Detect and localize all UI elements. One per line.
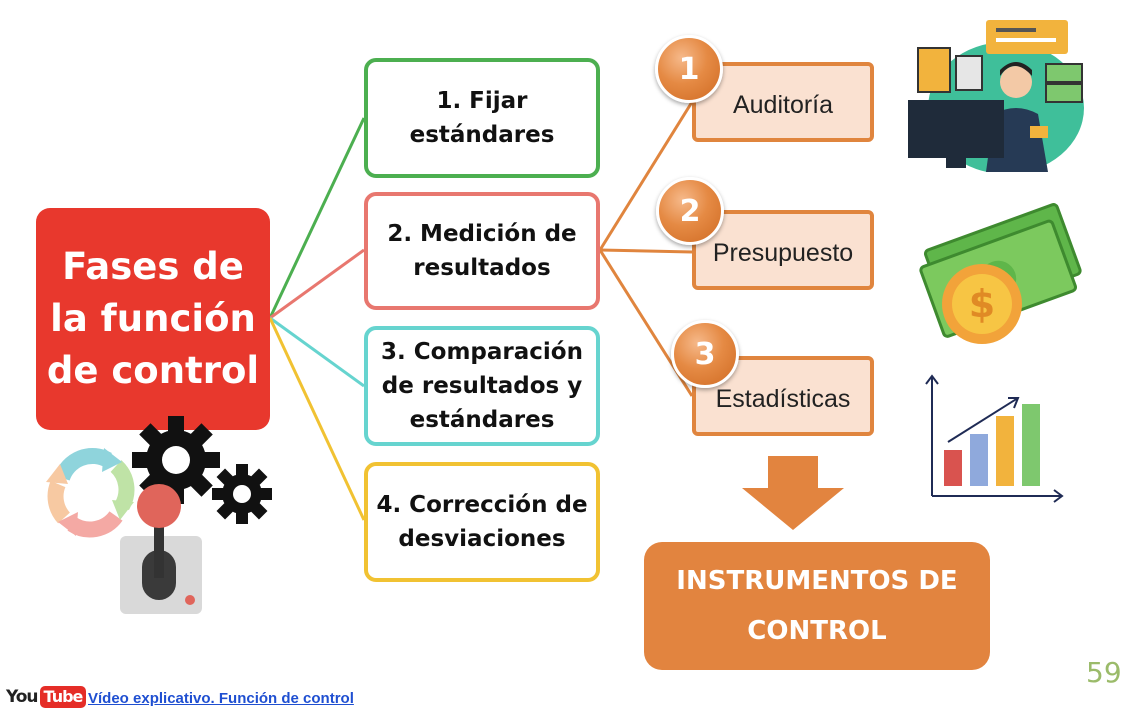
down-arrow-icon — [742, 456, 844, 530]
youtube-logo-tube: Tube — [39, 686, 87, 708]
connector-inst-2 — [599, 248, 693, 254]
money-coin-icon: $ — [919, 203, 1082, 344]
main-title-box: Fases de la función de control — [36, 208, 270, 430]
badge-2-number: 2 — [679, 193, 701, 229]
instruments-result-box: INSTRUMENTOS DE CONTROL — [644, 542, 990, 670]
phase-4-box: 4. Corrección de desviaciones — [364, 462, 600, 582]
connector-phase-3 — [269, 316, 365, 388]
phase-1-box: 1. Fijar estándares — [364, 58, 600, 178]
phase-4-label: 4. Corrección de desviaciones — [376, 492, 588, 552]
phase-2-box: 2. Medición de resultados — [364, 192, 600, 310]
bar-chart-icon — [925, 374, 1064, 503]
instruments-result-label: INSTRUMENTOS DE CONTROL — [676, 566, 958, 646]
badge-2: 2 — [656, 177, 724, 245]
connector-phase-2 — [269, 248, 365, 320]
connector-phase-4 — [268, 317, 366, 521]
gears-icon — [132, 416, 272, 524]
phase-2-label: 2. Medición de resultados — [387, 221, 577, 281]
video-link[interactable]: Vídeo explicativo. Función de control — [88, 690, 354, 707]
phase-1-label: 1. Fijar estándares — [409, 88, 555, 148]
badge-1-number: 1 — [678, 51, 700, 87]
svg-text:$: $ — [969, 282, 995, 326]
badge-3-number: 3 — [694, 336, 716, 372]
youtube-logo-you: You — [6, 687, 39, 707]
instrument-estadisticas-label: Estadísticas — [715, 384, 851, 413]
badge-3: 3 — [671, 320, 739, 388]
cycle-arrows-icon — [46, 448, 135, 538]
phase-3-box: 3. Comparación de resultados y estándare… — [364, 326, 600, 446]
instrument-auditoria-label: Auditoría — [732, 90, 834, 119]
joystick-icon — [120, 484, 202, 614]
connector-inst-1 — [598, 101, 694, 251]
main-title: Fases de la función de control — [46, 245, 260, 392]
phase-3-label: 3. Comparación de resultados y estándare… — [381, 339, 583, 433]
youtube-logo-icon: You Tube — [6, 686, 87, 708]
businessman-at-desk-icon — [908, 20, 1084, 172]
badge-1: 1 — [655, 35, 723, 103]
connector-phase-1 — [268, 117, 366, 319]
instrument-presupuesto-box: Presupuesto — [692, 210, 874, 290]
page-number: 59 — [1086, 656, 1122, 689]
instrument-presupuesto-label: Presupuesto — [712, 238, 854, 267]
